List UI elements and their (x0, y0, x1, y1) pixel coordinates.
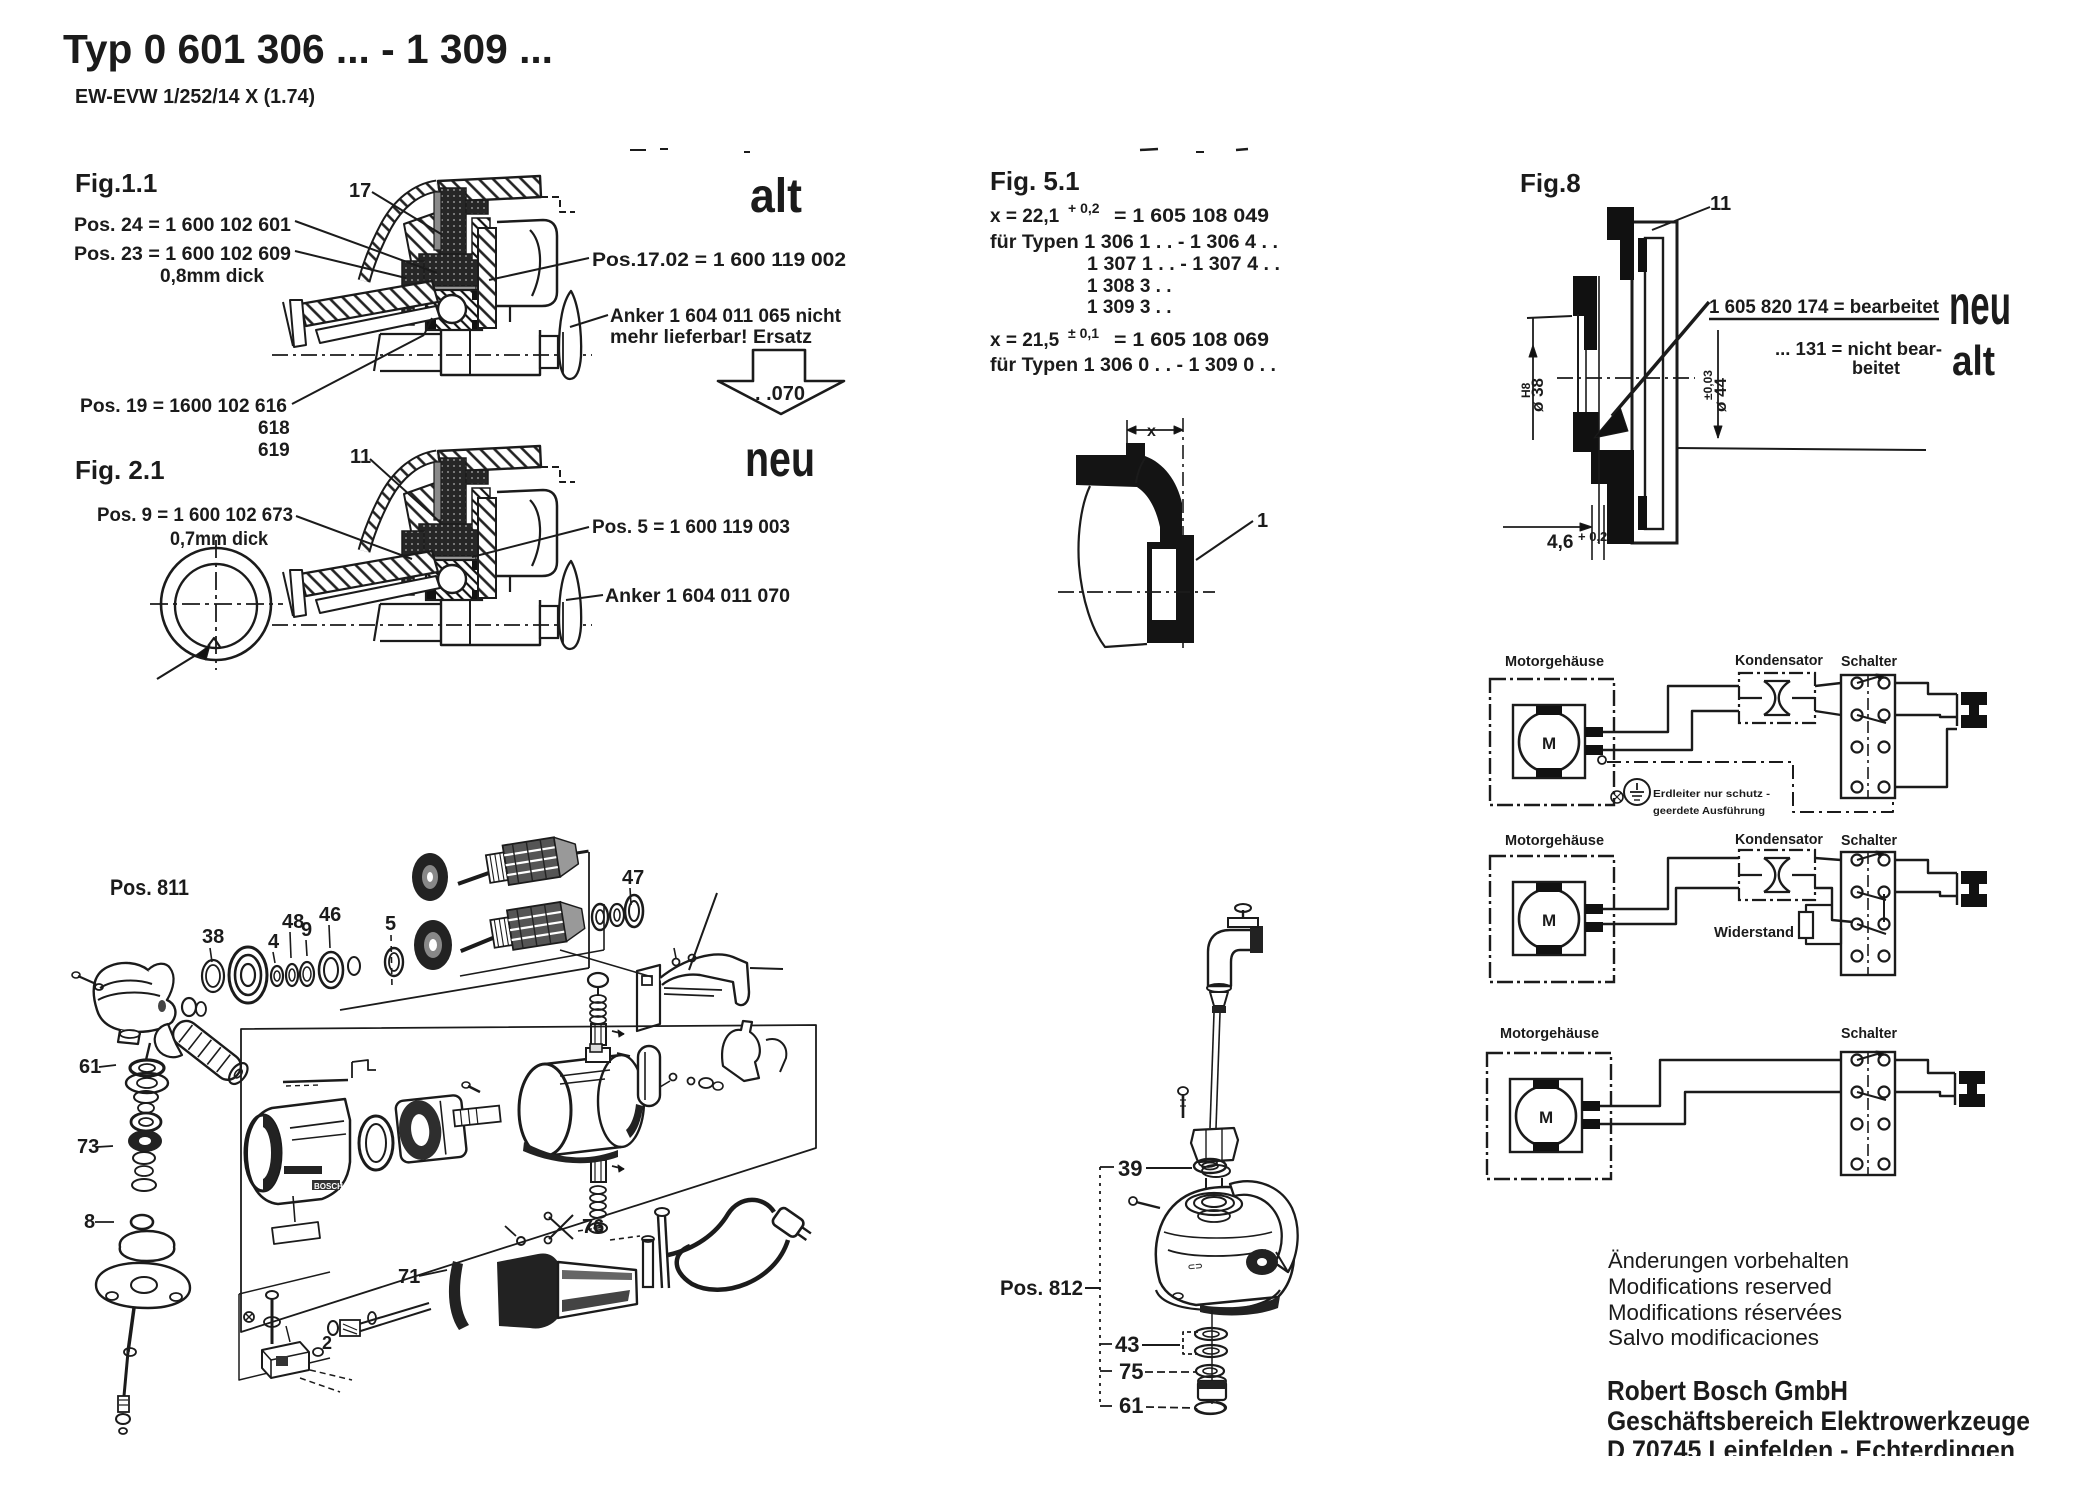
svg-text:Erdleiter nur schutz -: Erdleiter nur schutz - (1653, 788, 1771, 800)
svg-text:⊂⊃: ⊂⊃ (1187, 1260, 1203, 1272)
svg-text:11: 11 (350, 446, 371, 468)
svg-text:Motorgehäuse: Motorgehäuse (1505, 653, 1604, 670)
svg-text:Änderungen vorbehalten: Änderungen vorbehalten (1608, 1248, 1849, 1273)
svg-text:beitet: beitet (1852, 358, 1900, 378)
svg-text:1: 1 (1257, 510, 1268, 532)
svg-text:Schalter: Schalter (1841, 832, 1897, 849)
svg-text:Fig.1.1: Fig.1.1 (75, 168, 157, 198)
svg-text:75: 75 (1119, 1359, 1143, 1384)
svg-text:± 0,1: ± 0,1 (1068, 325, 1099, 341)
svg-text:11: 11 (1710, 193, 1731, 215)
svg-text:+ 0,2: + 0,2 (1068, 200, 1100, 216)
svg-text:39: 39 (1118, 1156, 1142, 1181)
svg-text:Pos. 811: Pos. 811 (110, 875, 189, 900)
svg-text:Schalter: Schalter (1841, 1025, 1897, 1042)
svg-text:0,7mm dick: 0,7mm dick (170, 529, 268, 550)
svg-text:47: 47 (622, 867, 644, 889)
svg-text:= 1 605 108 069: = 1 605 108 069 (1114, 330, 1269, 351)
svg-text:38: 38 (202, 926, 224, 948)
svg-text:Motorgehäuse: Motorgehäuse (1505, 832, 1604, 849)
svg-text:Pos. 9 = 1 600 102 673: Pos. 9 = 1 600 102 673 (97, 505, 293, 526)
svg-text:4: 4 (268, 931, 280, 953)
svg-text:Pos. 23 = 1 600 102 609: Pos. 23 = 1 600 102 609 (74, 244, 291, 265)
svg-text:Pos. 5 = 1 600 119 003: Pos. 5 = 1 600 119 003 (592, 517, 790, 538)
svg-text:Pos. 19 = 1600 102 616: Pos. 19 = 1600 102 616 (80, 396, 287, 417)
svg-text:. .070: . .070 (755, 383, 805, 405)
svg-text:mehr lieferbar! Ersatz: mehr lieferbar! Ersatz (610, 327, 812, 348)
svg-text:Pos.17.02 = 1 600 119 002: Pos.17.02 = 1 600 119 002 (592, 250, 846, 271)
svg-text:Typ 0 601 306 ... - 1 309 ...: Typ 0 601 306 ... - 1 309 ... (63, 26, 553, 72)
svg-text:Robert Bosch GmbH: Robert Bosch GmbH (1607, 1375, 1848, 1406)
svg-text:4,6: 4,6 (1547, 532, 1573, 553)
svg-text:61: 61 (79, 1056, 101, 1078)
svg-text:61: 61 (1119, 1393, 1143, 1418)
svg-text:Salvo modificaciones: Salvo modificaciones (1608, 1325, 1819, 1350)
svg-text:BOSCH: BOSCH (314, 1182, 343, 1191)
svg-text:46: 46 (319, 904, 341, 926)
svg-text:618: 618 (258, 418, 290, 439)
svg-text:Schalter: Schalter (1841, 653, 1897, 670)
svg-text:Fig.8: Fig.8 (1520, 168, 1581, 198)
svg-text:alt: alt (1952, 337, 1995, 384)
svg-text:H8: H8 (1519, 382, 1533, 398)
svg-text:x = 22,1: x = 22,1 (990, 206, 1060, 227)
svg-text:Fig. 5.1: Fig. 5.1 (990, 166, 1080, 196)
svg-text:M: M (1542, 734, 1556, 753)
svg-text:1 307 1 . . - 1 307 4 . .: 1 307 1 . . - 1 307 4 . . (1087, 254, 1280, 275)
svg-text:619: 619 (258, 440, 290, 461)
svg-text:43: 43 (1115, 1332, 1139, 1357)
svg-text:1 308 3 . .: 1 308 3 . . (1087, 276, 1172, 297)
svg-text:für Typen 1 306 1 . . - 1 306: für Typen 1 306 1 . . - 1 306 4 . . (990, 232, 1278, 253)
svg-text:geerdete Ausführung: geerdete Ausführung (1653, 805, 1765, 817)
svg-text:17: 17 (349, 180, 371, 202)
svg-text:ø 38: ø 38 (1528, 378, 1547, 412)
svg-text:EW-EVW 1/252/14 X (1.74): EW-EVW 1/252/14 X (1.74) (75, 86, 315, 108)
svg-text:9: 9 (301, 919, 312, 941)
svg-text:Kondensator: Kondensator (1735, 652, 1823, 669)
svg-text:Fig. 2.1: Fig. 2.1 (75, 455, 165, 485)
svg-text:x = 21,5: x = 21,5 (990, 330, 1060, 351)
svg-text:+ 0,2: + 0,2 (1578, 529, 1607, 544)
svg-text:Anker 1 604 011 065 nicht: Anker 1 604 011 065 nicht (610, 306, 842, 327)
svg-text:Geschäftsbereich Elektrowerkze: Geschäftsbereich Elektrowerkzeuge (1607, 1406, 2030, 1436)
svg-text:1 605 820 174 = bearbeitet: 1 605 820 174 = bearbeitet (1709, 297, 1940, 318)
svg-text:Pos. 24 = 1 600 102 601: Pos. 24 = 1 600 102 601 (74, 215, 291, 236)
svg-text:73: 73 (77, 1136, 99, 1158)
svg-text:2: 2 (322, 1333, 332, 1353)
svg-text:neu: neu (1949, 273, 2011, 336)
svg-text:Modifications reserved: Modifications reserved (1608, 1274, 1832, 1299)
svg-text:... 131 = nicht bear-: ... 131 = nicht bear- (1775, 339, 1942, 359)
svg-text:Kondensator: Kondensator (1735, 831, 1823, 848)
svg-text:Widerstand: Widerstand (1714, 924, 1794, 941)
svg-text:= 1 605 108 049: = 1 605 108 049 (1114, 206, 1269, 227)
svg-text:Pos. 812: Pos. 812 (1000, 1277, 1083, 1300)
svg-text:x: x (1147, 423, 1156, 440)
svg-text:alt: alt (750, 170, 802, 223)
svg-text:M: M (1542, 911, 1556, 930)
svg-text:neu: neu (745, 431, 815, 487)
svg-text:48: 48 (282, 911, 304, 933)
svg-text:Motorgehäuse: Motorgehäuse (1500, 1025, 1599, 1042)
svg-text:M: M (1539, 1108, 1553, 1127)
svg-text:für Typen 1 306 0 . . - 1 309: für Typen 1 306 0 . . - 1 309 0 . . (990, 355, 1276, 376)
svg-text:Anker 1 604 011 070: Anker 1 604 011 070 (605, 586, 790, 607)
svg-text:5: 5 (385, 913, 396, 935)
svg-text:1 309 3 . .: 1 309 3 . . (1087, 297, 1172, 318)
svg-text:±0,03: ±0,03 (1701, 370, 1715, 400)
svg-text:71: 71 (398, 1266, 420, 1288)
svg-text:ø 44: ø 44 (1711, 377, 1730, 412)
svg-text:0,8mm dick: 0,8mm dick (160, 266, 264, 287)
svg-text:Modifications réservées: Modifications réservées (1608, 1300, 1842, 1325)
svg-text:8: 8 (84, 1211, 95, 1233)
